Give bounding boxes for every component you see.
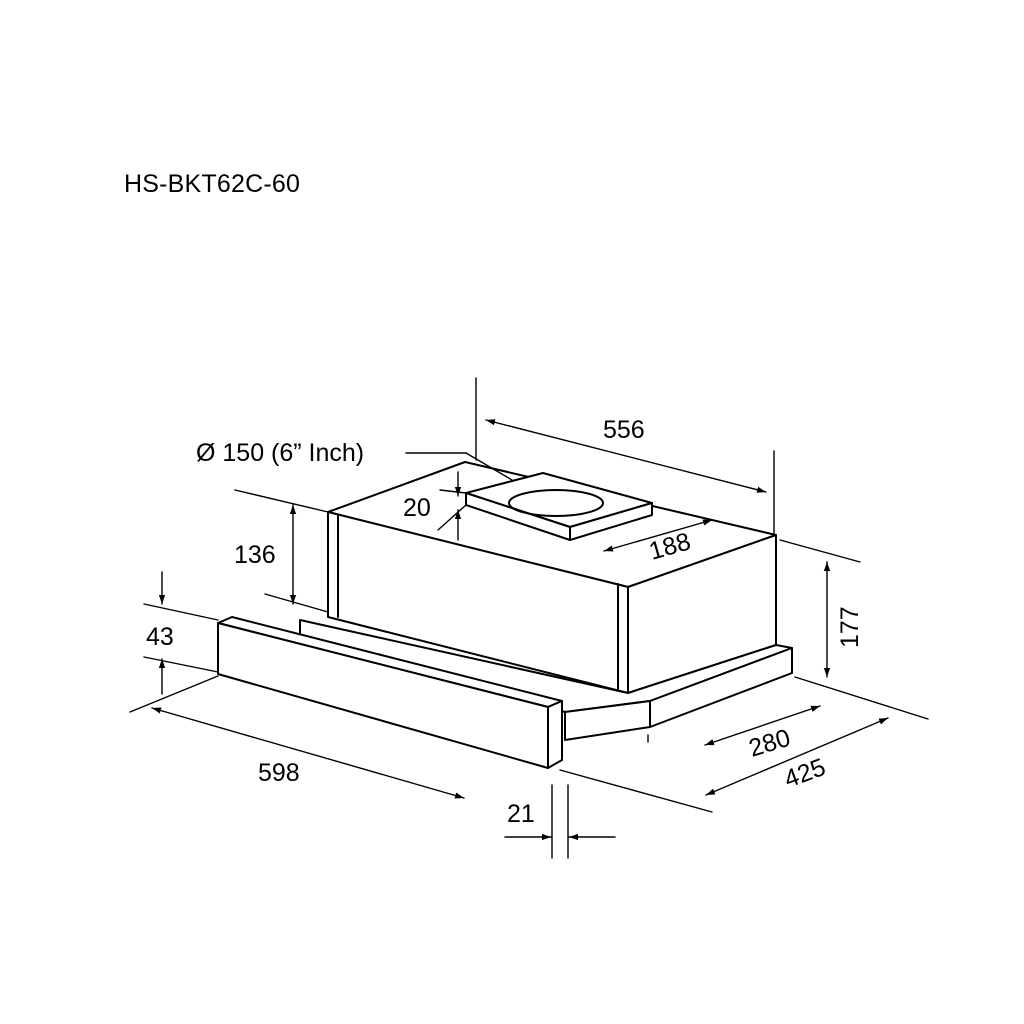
label-body-width: 556	[603, 416, 645, 444]
dim-line-425	[705, 717, 889, 796]
label-front-panel-height: 43	[146, 623, 174, 651]
front-panel-side	[547, 700, 563, 769]
label-body-height: 136	[234, 541, 276, 569]
label-duct-diameter: Ø 150 (6” Inch)	[196, 439, 364, 467]
dim-line-556	[485, 419, 767, 493]
dimension-lines	[151, 419, 889, 841]
base-front-face	[564, 700, 651, 741]
label-collar-height: 20	[403, 494, 431, 522]
label-total-width: 598	[258, 759, 300, 787]
extension-lines	[129, 377, 929, 859]
dimension-labels: Ø 150 (6” Inch) 556 20 188 136 177 43 59…	[146, 416, 864, 828]
dim-line-598	[151, 707, 465, 799]
front-panel	[217, 616, 563, 769]
model-title: HS-BKT62C-60	[124, 170, 301, 198]
dim-line-188	[603, 519, 713, 552]
label-body-depth: 280	[746, 724, 794, 763]
label-panel-thickness: 21	[507, 800, 535, 828]
label-total-depth: 425	[780, 753, 829, 794]
label-total-height: 177	[836, 606, 864, 648]
